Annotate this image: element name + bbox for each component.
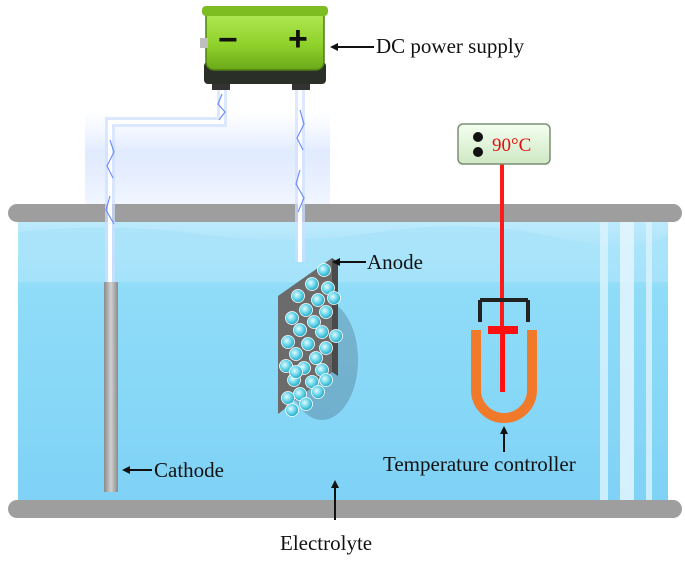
tank-glass-strip [646,222,652,502]
bubble [321,281,335,295]
dc-power-supply-label: DC power supply [376,34,525,58]
bubble [309,351,323,365]
display-button [473,147,483,157]
bubble [311,385,325,399]
bubble [281,335,295,349]
bubble [315,325,329,339]
tank-glass-strip [620,222,634,502]
cathode-electrode [104,282,118,492]
bubble [299,303,313,317]
bubble [319,305,333,319]
battery-negative-terminal: − [218,21,238,59]
bubble [285,403,299,417]
electrolyte-surface [18,226,668,282]
bubble [311,293,325,307]
dc-power-supply [200,6,328,90]
bubble [291,289,305,303]
tank-top-rim [8,204,682,222]
bubble [305,277,319,291]
anode-label: Anode [367,250,423,274]
cathode-label: Cathode [154,458,224,482]
electrolyte-label: Electrolyte [280,531,373,555]
temperature-controller [471,298,537,423]
oxygen-bubbles [279,263,343,417]
tank-glass-strip [600,222,608,502]
bubble [293,323,307,337]
bubble [289,365,303,379]
tank-bottom-rim [8,500,682,518]
bubble [317,263,331,277]
bubble [289,347,303,361]
battery-positive-terminal: + [288,20,308,58]
bubble [301,337,315,351]
bubble [319,373,333,387]
bubble [329,329,343,343]
label-arrows [122,43,508,520]
bubble [285,311,299,325]
temperature-readout: 90°C [492,135,532,156]
anode-wire [295,90,305,262]
bubble [307,315,321,329]
cathode-wire [105,90,227,282]
bubble [281,391,295,405]
temperature-controller-label: Temperature controller [383,452,576,476]
bubble [305,375,319,389]
bubble [319,341,333,355]
bubble [299,397,313,411]
temperature-display [457,123,551,165]
display-button [473,132,483,142]
wire-glow [85,112,330,212]
bubble [327,291,341,305]
bubble [279,359,293,373]
